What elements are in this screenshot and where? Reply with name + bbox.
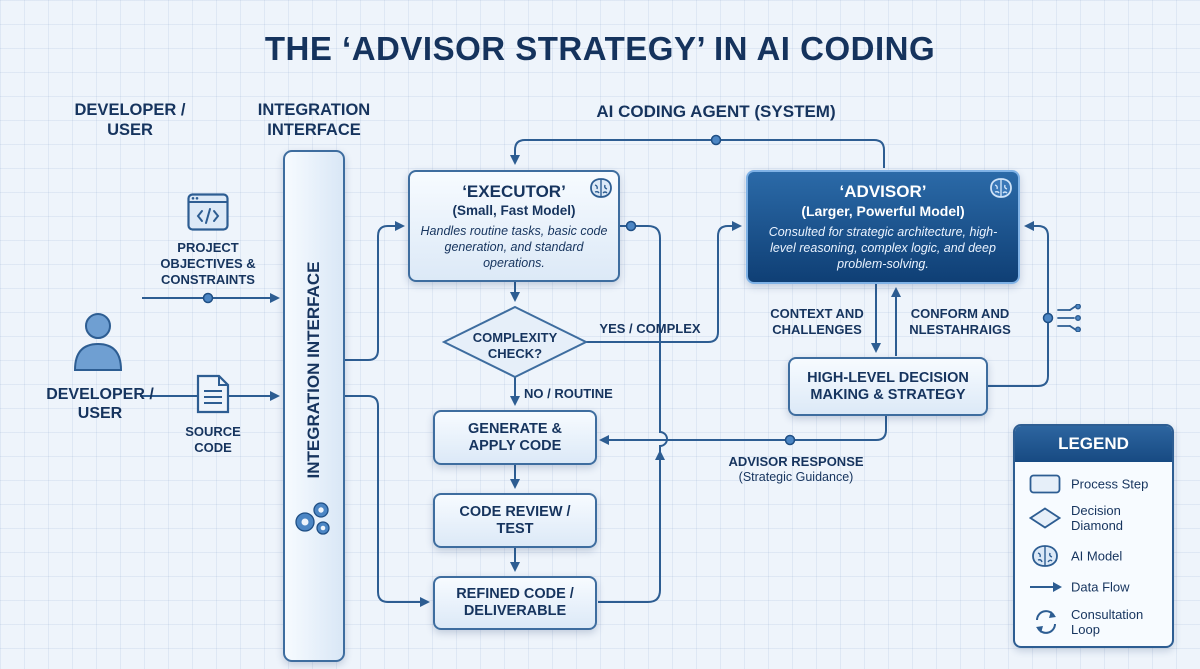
advisor-response-sublabel: (Strategic Guidance) — [738, 470, 854, 484]
page-title: THE ‘ADVISOR STRATEGY’ IN AI CODING — [264, 30, 936, 67]
conform-label: CONFORM AND NLESTAHRAIGS — [909, 306, 1011, 337]
decision-diamond-icon — [1029, 507, 1061, 529]
column-header-interface: INTEGRATION INTERFACE — [257, 101, 371, 139]
decision-diamond — [442, 305, 588, 379]
circuit-chip-icon — [1057, 304, 1082, 332]
developer-label: DEVELOPER / USER — [46, 386, 154, 422]
flow-rail-refined — [345, 395, 430, 607]
flow-node — [784, 434, 796, 446]
refined-code-box: REFINED CODE / DELIVERABLE — [433, 576, 597, 630]
executor-desc: Handles routine tasks, basic code genera… — [420, 223, 608, 270]
legend-item-model: AI Model — [1015, 540, 1172, 572]
legend-label: Data Flow — [1071, 579, 1130, 595]
legend-item-loop: Consultation Loop — [1015, 606, 1172, 638]
legend-title: LEGEND — [1015, 426, 1172, 462]
legend-label: AI Model — [1071, 548, 1123, 564]
advisor-title: ‘ADVISOR’ — [839, 182, 927, 201]
column-header-developer: DEVELOPER / USER — [74, 101, 186, 139]
integration-interface-rail — [283, 150, 345, 662]
advisor-subtitle: (Larger, Powerful Model) — [801, 203, 965, 219]
code-review-label: CODE REVIEW / TEST — [459, 503, 571, 537]
legend-label: Process Step — [1071, 476, 1149, 492]
process-step-icon — [1029, 474, 1061, 494]
document-icon — [196, 374, 230, 414]
flow-advisor-executor-top — [510, 139, 885, 168]
flow-consult-loop — [988, 221, 1049, 387]
executor-subtitle: (Small, Fast Model) — [452, 202, 576, 218]
gears-icon — [295, 502, 330, 535]
arrow-right-icon — [1030, 582, 1062, 592]
legend-item-flow: Data Flow — [1015, 571, 1172, 603]
generate-apply-label: GENERATE & APPLY CODE — [468, 420, 562, 454]
flow-executor-loop — [598, 225, 668, 603]
decision-label: COMPLEXITY CHECK? — [472, 330, 558, 361]
legend-item-decision: Decision Diamond — [1015, 502, 1172, 534]
legend-item-process: Process Step — [1015, 468, 1172, 500]
flow-node — [1042, 312, 1054, 324]
advisor-desc: Consulted for strategic architecture, hi… — [768, 225, 998, 271]
cycle-icon — [1036, 610, 1056, 634]
objectives-label: PROJECT OBJECTIVES & CONSTRAINTS — [160, 240, 256, 287]
source-code-label: SOURCE CODE — [185, 424, 241, 455]
legend-label: Decision Diamond — [1071, 503, 1124, 533]
code-review-box: CODE REVIEW / TEST — [433, 493, 597, 548]
column-header-agent: AI CODING AGENT (SYSTEM) — [596, 102, 836, 121]
user-icon — [73, 313, 123, 371]
legend-panel: LEGEND Process Step Decision Diamond AI … — [1013, 424, 1174, 648]
flow-node — [625, 220, 637, 232]
refined-code-label: REFINED CODE / DELIVERABLE — [456, 586, 574, 619]
brain-icon — [990, 178, 1012, 198]
flow-advisor-response — [599, 416, 887, 445]
legend-label: Consultation Loop — [1071, 607, 1144, 637]
flow-node — [710, 134, 722, 146]
code-window-icon — [187, 193, 229, 231]
no-routine-label: NO / ROUTINE — [524, 386, 613, 401]
integration-interface-label: INTEGRATION INTERFACE — [304, 261, 323, 479]
context-challenges-label: CONTEXT AND CHALLENGES — [770, 306, 864, 337]
flow-yes-advisor — [584, 221, 742, 343]
brain-icon — [1032, 545, 1058, 567]
executor-title: ‘EXECUTOR’ — [462, 181, 566, 201]
high-level-decision-box: HIGH-LEVEL DECISION MAKING & STRATEGY — [788, 357, 988, 416]
advisor-response-label: ADVISOR RESPONSE — [728, 454, 864, 469]
yes-complex-label: YES / COMPLEX — [599, 321, 701, 336]
executor-box: ‘EXECUTOR’ (Small, Fast Model) Handles r… — [408, 170, 620, 282]
generate-apply-box: GENERATE & APPLY CODE — [433, 410, 597, 465]
high-level-decision-label: HIGH-LEVEL DECISION MAKING & STRATEGY — [807, 369, 969, 403]
flow-rail-executor — [345, 221, 405, 361]
advisor-box: ‘ADVISOR’ (Larger, Powerful Model) Consu… — [746, 170, 1020, 284]
flow-node — [202, 292, 214, 304]
brain-icon — [590, 178, 612, 198]
